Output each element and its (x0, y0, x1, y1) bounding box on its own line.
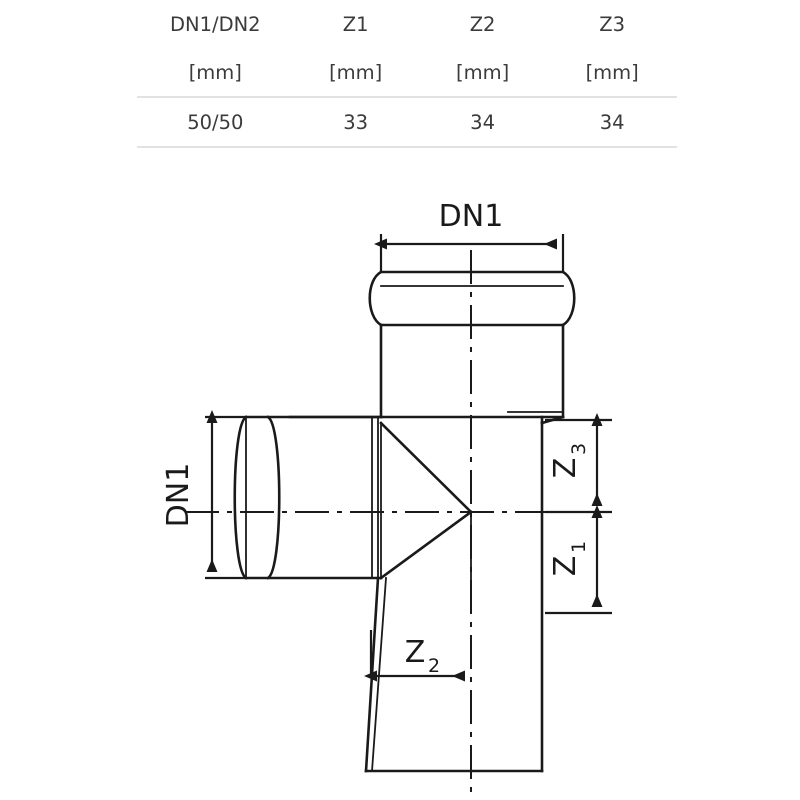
dimension-label-z3-subscript: 3 (568, 443, 590, 455)
cell-dn: 50/50 (137, 96, 294, 148)
centerlines (185, 250, 608, 800)
technical-drawing: DN1 DN1 Z 3 Z 1 (0, 190, 800, 800)
column-units-dn: [mm] (188, 60, 242, 84)
dimension-z2: Z 2 (364, 630, 465, 682)
table-header-row: DN1/DN2 Z1 Z2 Z3 (137, 0, 677, 48)
lower-pipe-outline (364, 511, 544, 773)
dimension-dn1-left: DN1 (161, 410, 246, 580)
column-header-z2: Z2 (469, 12, 496, 36)
fitting-body-outline (288, 411, 565, 773)
dimension-label-dn1-left: DN1 (161, 463, 196, 528)
dimension-z1: Z 1 (545, 505, 612, 615)
cell-z2: 34 (417, 96, 548, 148)
top-socket-outline (368, 270, 576, 419)
column-header-z3: Z3 (599, 12, 626, 36)
left-branch-outline (233, 415, 383, 580)
dimension-label-z1: Z (548, 556, 583, 577)
column-units-z2: [mm] (455, 60, 510, 84)
junction-internal-lines (379, 421, 473, 580)
dimension-z3: Z 3 (545, 413, 612, 514)
dimension-label-z3: Z (548, 458, 583, 479)
column-units-z1: [mm] (329, 60, 383, 84)
column-header-dn: DN1/DN2 (170, 12, 261, 36)
dimension-label-z2-subscript: 2 (428, 655, 440, 677)
dimension-label-dn1-top: DN1 (439, 199, 504, 234)
dimension-label-z1-subscript: 1 (568, 541, 590, 553)
column-header-z1: Z1 (342, 12, 369, 36)
table-row: 50/50 33 34 34 (137, 96, 677, 148)
cell-z3: 34 (547, 96, 677, 148)
specification-table: DN1/DN2 Z1 Z2 Z3 [mm] [mm] [mm] [mm] 50/… (137, 0, 677, 190)
column-units-z3: [mm] (585, 60, 639, 84)
table-units-row: [mm] [mm] [mm] [mm] (137, 48, 677, 97)
dimension-label-z2: Z (405, 635, 426, 670)
dimensions-table: DN1/DN2 Z1 Z2 Z3 [mm] [mm] [mm] [mm] 50/… (137, 0, 677, 148)
cell-z1: 33 (293, 96, 418, 148)
dimension-dn1-top: DN1 (374, 199, 565, 272)
fitting-drawing-svg: DN1 DN1 Z 3 Z 1 (161, 199, 612, 800)
